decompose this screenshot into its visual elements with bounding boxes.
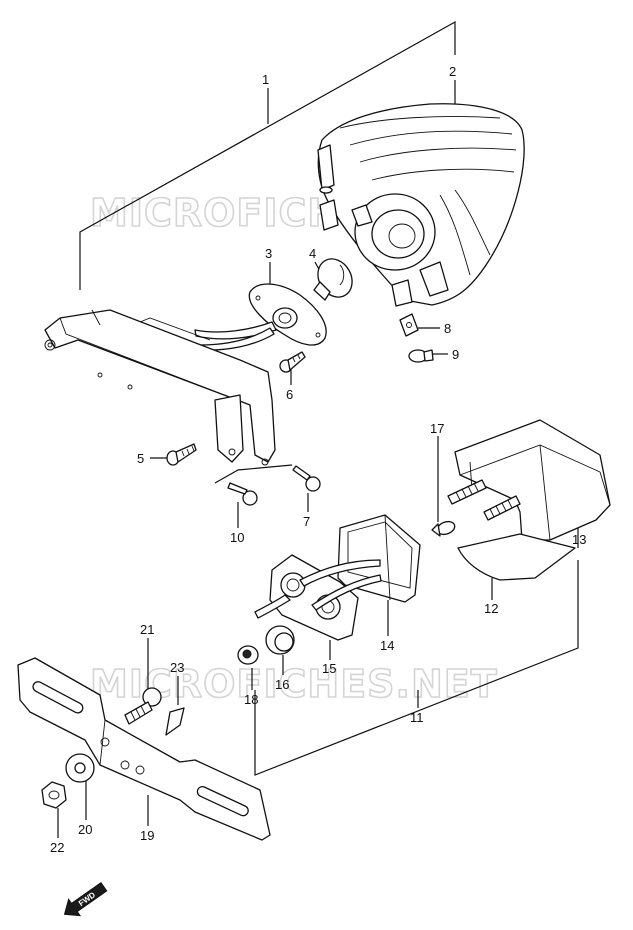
grommet (265, 625, 295, 655)
callout-3: 3 (265, 246, 272, 261)
washer-20 (65, 753, 95, 783)
nut-22 (41, 781, 67, 809)
callout-20: 20 (78, 822, 92, 837)
screw-5 (166, 443, 197, 466)
clip-nut (399, 313, 419, 337)
callout-14: 14 (380, 638, 394, 653)
callout-6: 6 (286, 387, 293, 402)
callout-12: 12 (484, 601, 498, 616)
callout-8: 8 (444, 321, 451, 336)
callout-10: 10 (230, 530, 244, 545)
callout-18: 18 (244, 692, 258, 707)
callout-2: 2 (449, 64, 456, 79)
license-lamp-lens (457, 533, 576, 581)
callout-5: 5 (137, 451, 144, 466)
callout-9: 9 (452, 347, 459, 362)
bulb-large (313, 258, 353, 301)
callout-15: 15 (322, 661, 336, 676)
license-lamp-cover (454, 419, 611, 541)
screw-small (408, 349, 434, 363)
license-plate-bracket (17, 657, 271, 841)
screw-7 (292, 465, 321, 492)
fwd-arrow-icon: FWD (63, 882, 108, 917)
bulb-small (431, 520, 456, 537)
tail-light-bracket (44, 309, 276, 466)
leader-lines (57, 20, 579, 838)
bulb-socket-harness (194, 283, 327, 351)
callout-labels: 1 2 3 4 5 6 7 8 9 10 11 12 13 14 15 16 1… (50, 64, 586, 855)
callout-21: 21 (140, 622, 154, 637)
cover-screws (447, 479, 521, 521)
license-lamp-socket (254, 554, 382, 641)
callout-16: 16 (275, 677, 289, 692)
callout-19: 19 (140, 828, 154, 843)
callout-13: 13 (572, 532, 586, 547)
callout-17: 17 (430, 421, 444, 436)
callout-22: 22 (50, 840, 64, 855)
bolt-21 (124, 687, 162, 725)
clip-23 (165, 707, 185, 736)
callout-1: 1 (262, 72, 269, 87)
callout-11: 11 (410, 710, 424, 725)
callout-7: 7 (303, 514, 310, 529)
nut-18 (237, 645, 259, 665)
callout-23: 23 (170, 660, 184, 675)
screw-10 (227, 482, 258, 506)
screw-6 (279, 351, 306, 373)
tail-light-housing (317, 103, 525, 307)
callout-4: 4 (309, 246, 316, 261)
